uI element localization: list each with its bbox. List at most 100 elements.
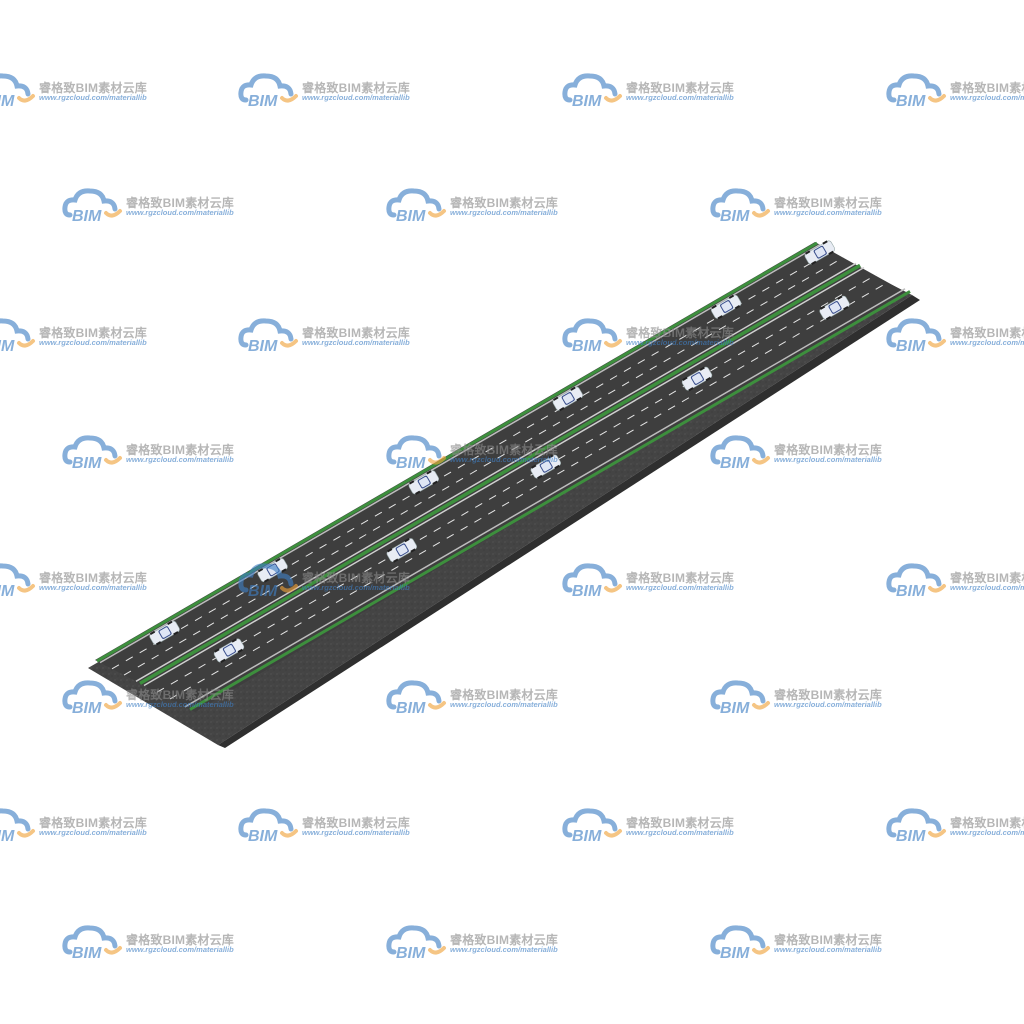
watermark-title: 睿格致BIM素材云库: [626, 326, 734, 340]
bim-cloud-logo-icon: BIM: [0, 808, 35, 845]
logo-text: BIM: [0, 338, 15, 355]
bim-cloud-logo-icon: BIM: [62, 435, 122, 472]
watermark-title: 睿格致BIM素材云库: [39, 326, 147, 340]
watermark-title: 睿格致BIM素材云库: [950, 571, 1024, 585]
logo-text: BIM: [572, 338, 602, 355]
bim-cloud-logo-icon: BIM: [710, 925, 770, 962]
watermark-url: www.rgzcloud.com/materiallib: [302, 828, 410, 837]
logo-text: BIM: [396, 208, 426, 225]
logo-text: BIM: [896, 338, 926, 355]
bim-cloud-logo-icon: BIM: [386, 435, 446, 472]
logo-text: BIM: [896, 93, 926, 110]
lane-divider: [169, 280, 891, 700]
watermark-url: www.rgzcloud.com/materiallib: [302, 93, 410, 102]
bim-cloud-logo-icon: BIM: [0, 563, 35, 600]
watermark-url: www.rgzcloud.com/materiallib: [450, 945, 558, 954]
watermark-title: 睿格致BIM素材云库: [126, 196, 234, 210]
logo-text: BIM: [720, 945, 750, 962]
bim-cloud-logo-icon: BIM: [62, 188, 122, 225]
watermark: BIM 睿格致BIM素材云库 www.rgzcloud.com/material…: [62, 185, 252, 225]
watermark: BIM 睿格致BIM素材云库 www.rgzcloud.com/material…: [562, 315, 752, 355]
bim-cloud-logo-icon: BIM: [562, 563, 622, 600]
watermark: BIM 睿格致BIM素材云库 www.rgzcloud.com/material…: [62, 922, 252, 962]
median-green: [139, 263, 861, 685]
watermark: BIM 睿格致BIM素材云库 www.rgzcloud.com/material…: [886, 560, 1024, 600]
bim-cloud-logo-icon: BIM: [238, 808, 298, 845]
bim-cloud-logo-icon: BIM: [886, 563, 946, 600]
watermark: BIM 睿格致BIM素材云库 www.rgzcloud.com/material…: [710, 185, 900, 225]
near-edge-green: [189, 290, 911, 711]
bim-cloud-logo-icon: BIM: [386, 680, 446, 717]
watermark: BIM 睿格致BIM素材云库 www.rgzcloud.com/material…: [238, 805, 428, 845]
watermark-title: 睿格致BIM素材云库: [950, 81, 1024, 95]
logo-text: BIM: [720, 455, 750, 472]
watermark: BIM 睿格致BIM素材云库 www.rgzcloud.com/material…: [62, 432, 252, 472]
watermark: BIM 睿格致BIM素材云库 www.rgzcloud.com/material…: [238, 315, 428, 355]
lane-divider: [156, 273, 878, 693]
watermark-title: 睿格致BIM素材云库: [774, 933, 882, 947]
logo-text: BIM: [896, 583, 926, 600]
watermark-url: www.rgzcloud.com/materiallib: [950, 583, 1024, 592]
bim-cloud-logo-icon: BIM: [0, 318, 35, 355]
watermark-title: 睿格致BIM素材云库: [450, 443, 558, 457]
logo-text: BIM: [572, 583, 602, 600]
bim-cloud-logo-icon: BIM: [710, 188, 770, 225]
far-edge-green: [96, 241, 818, 663]
car: [681, 366, 713, 392]
road-surface: [95, 242, 905, 712]
logo-text: BIM: [572, 93, 602, 110]
watermark-title: 睿格致BIM素材云库: [626, 571, 734, 585]
watermark-url: www.rgzcloud.com/materiallib: [626, 93, 734, 102]
bim-cloud-logo-icon: BIM: [62, 680, 122, 717]
car: [149, 620, 180, 646]
bim-cloud-logo-icon: BIM: [238, 563, 298, 600]
watermark: BIM 睿格致BIM素材云库 www.rgzcloud.com/material…: [62, 677, 252, 717]
watermark-url: www.rgzcloud.com/materiallib: [450, 700, 558, 709]
logo-text: BIM: [396, 700, 426, 717]
logo-text: BIM: [248, 93, 278, 110]
bim-cloud-logo-icon: BIM: [386, 188, 446, 225]
watermark: BIM 睿格致BIM素材云库 www.rgzcloud.com/material…: [886, 70, 1024, 110]
watermark-title: 睿格致BIM素材云库: [39, 571, 147, 585]
watermark-title: 睿格致BIM素材云库: [302, 81, 410, 95]
logo-text: BIM: [572, 828, 602, 845]
lane-divider: [111, 250, 833, 670]
logo-text: BIM: [72, 945, 102, 962]
watermark: BIM 睿格致BIM素材云库 www.rgzcloud.com/material…: [386, 922, 576, 962]
watermark: BIM 睿格致BIM素材云库 www.rgzcloud.com/material…: [386, 432, 576, 472]
watermark: BIM 睿格致BIM素材云库 www.rgzcloud.com/material…: [710, 432, 900, 472]
watermark-url: www.rgzcloud.com/materiallib: [126, 208, 234, 217]
car: [804, 240, 835, 266]
watermark: BIM 睿格致BIM素材云库 www.rgzcloud.com/material…: [710, 677, 900, 717]
watermark: BIM 睿格致BIM素材云库 www.rgzcloud.com/material…: [386, 677, 576, 717]
bim-cloud-logo-icon: BIM: [238, 318, 298, 355]
watermark-title: 睿格致BIM素材云库: [450, 688, 558, 702]
watermark-url: www.rgzcloud.com/materiallib: [626, 338, 734, 347]
bim-cloud-logo-icon: BIM: [710, 680, 770, 717]
near-edge-line: [184, 288, 906, 708]
watermark-url: www.rgzcloud.com/materiallib: [126, 945, 234, 954]
watermark-url: www.rgzcloud.com/materiallib: [302, 338, 410, 347]
watermark-url: www.rgzcloud.com/materiallib: [450, 455, 558, 464]
bim-cloud-logo-icon: BIM: [238, 73, 298, 110]
logo-text: BIM: [720, 208, 750, 225]
logo-text: BIM: [0, 828, 15, 845]
bim-cloud-logo-icon: BIM: [886, 73, 946, 110]
logo-text: BIM: [0, 93, 15, 110]
watermark: BIM 睿格致BIM素材云库 www.rgzcloud.com/material…: [0, 805, 165, 845]
watermark-title: 睿格致BIM素材云库: [126, 933, 234, 947]
watermark: BIM 睿格致BIM素材云库 www.rgzcloud.com/material…: [238, 70, 428, 110]
watermark-title: 睿格致BIM素材云库: [774, 443, 882, 457]
watermark: BIM 睿格致BIM素材云库 www.rgzcloud.com/material…: [0, 560, 165, 600]
embankment-shade: [218, 295, 920, 748]
watermark-title: 睿格致BIM素材云库: [950, 326, 1024, 340]
watermark: BIM 睿格致BIM素材云库 www.rgzcloud.com/material…: [562, 805, 752, 845]
bim-cloud-logo-icon: BIM: [562, 808, 622, 845]
watermark-url: www.rgzcloud.com/materiallib: [626, 828, 734, 837]
watermark: BIM 睿格致BIM素材云库 www.rgzcloud.com/material…: [886, 805, 1024, 845]
watermark-url: www.rgzcloud.com/materiallib: [950, 338, 1024, 347]
watermark-title: 睿格致BIM素材云库: [39, 81, 147, 95]
logo-text: BIM: [248, 338, 278, 355]
car: [408, 470, 439, 495]
